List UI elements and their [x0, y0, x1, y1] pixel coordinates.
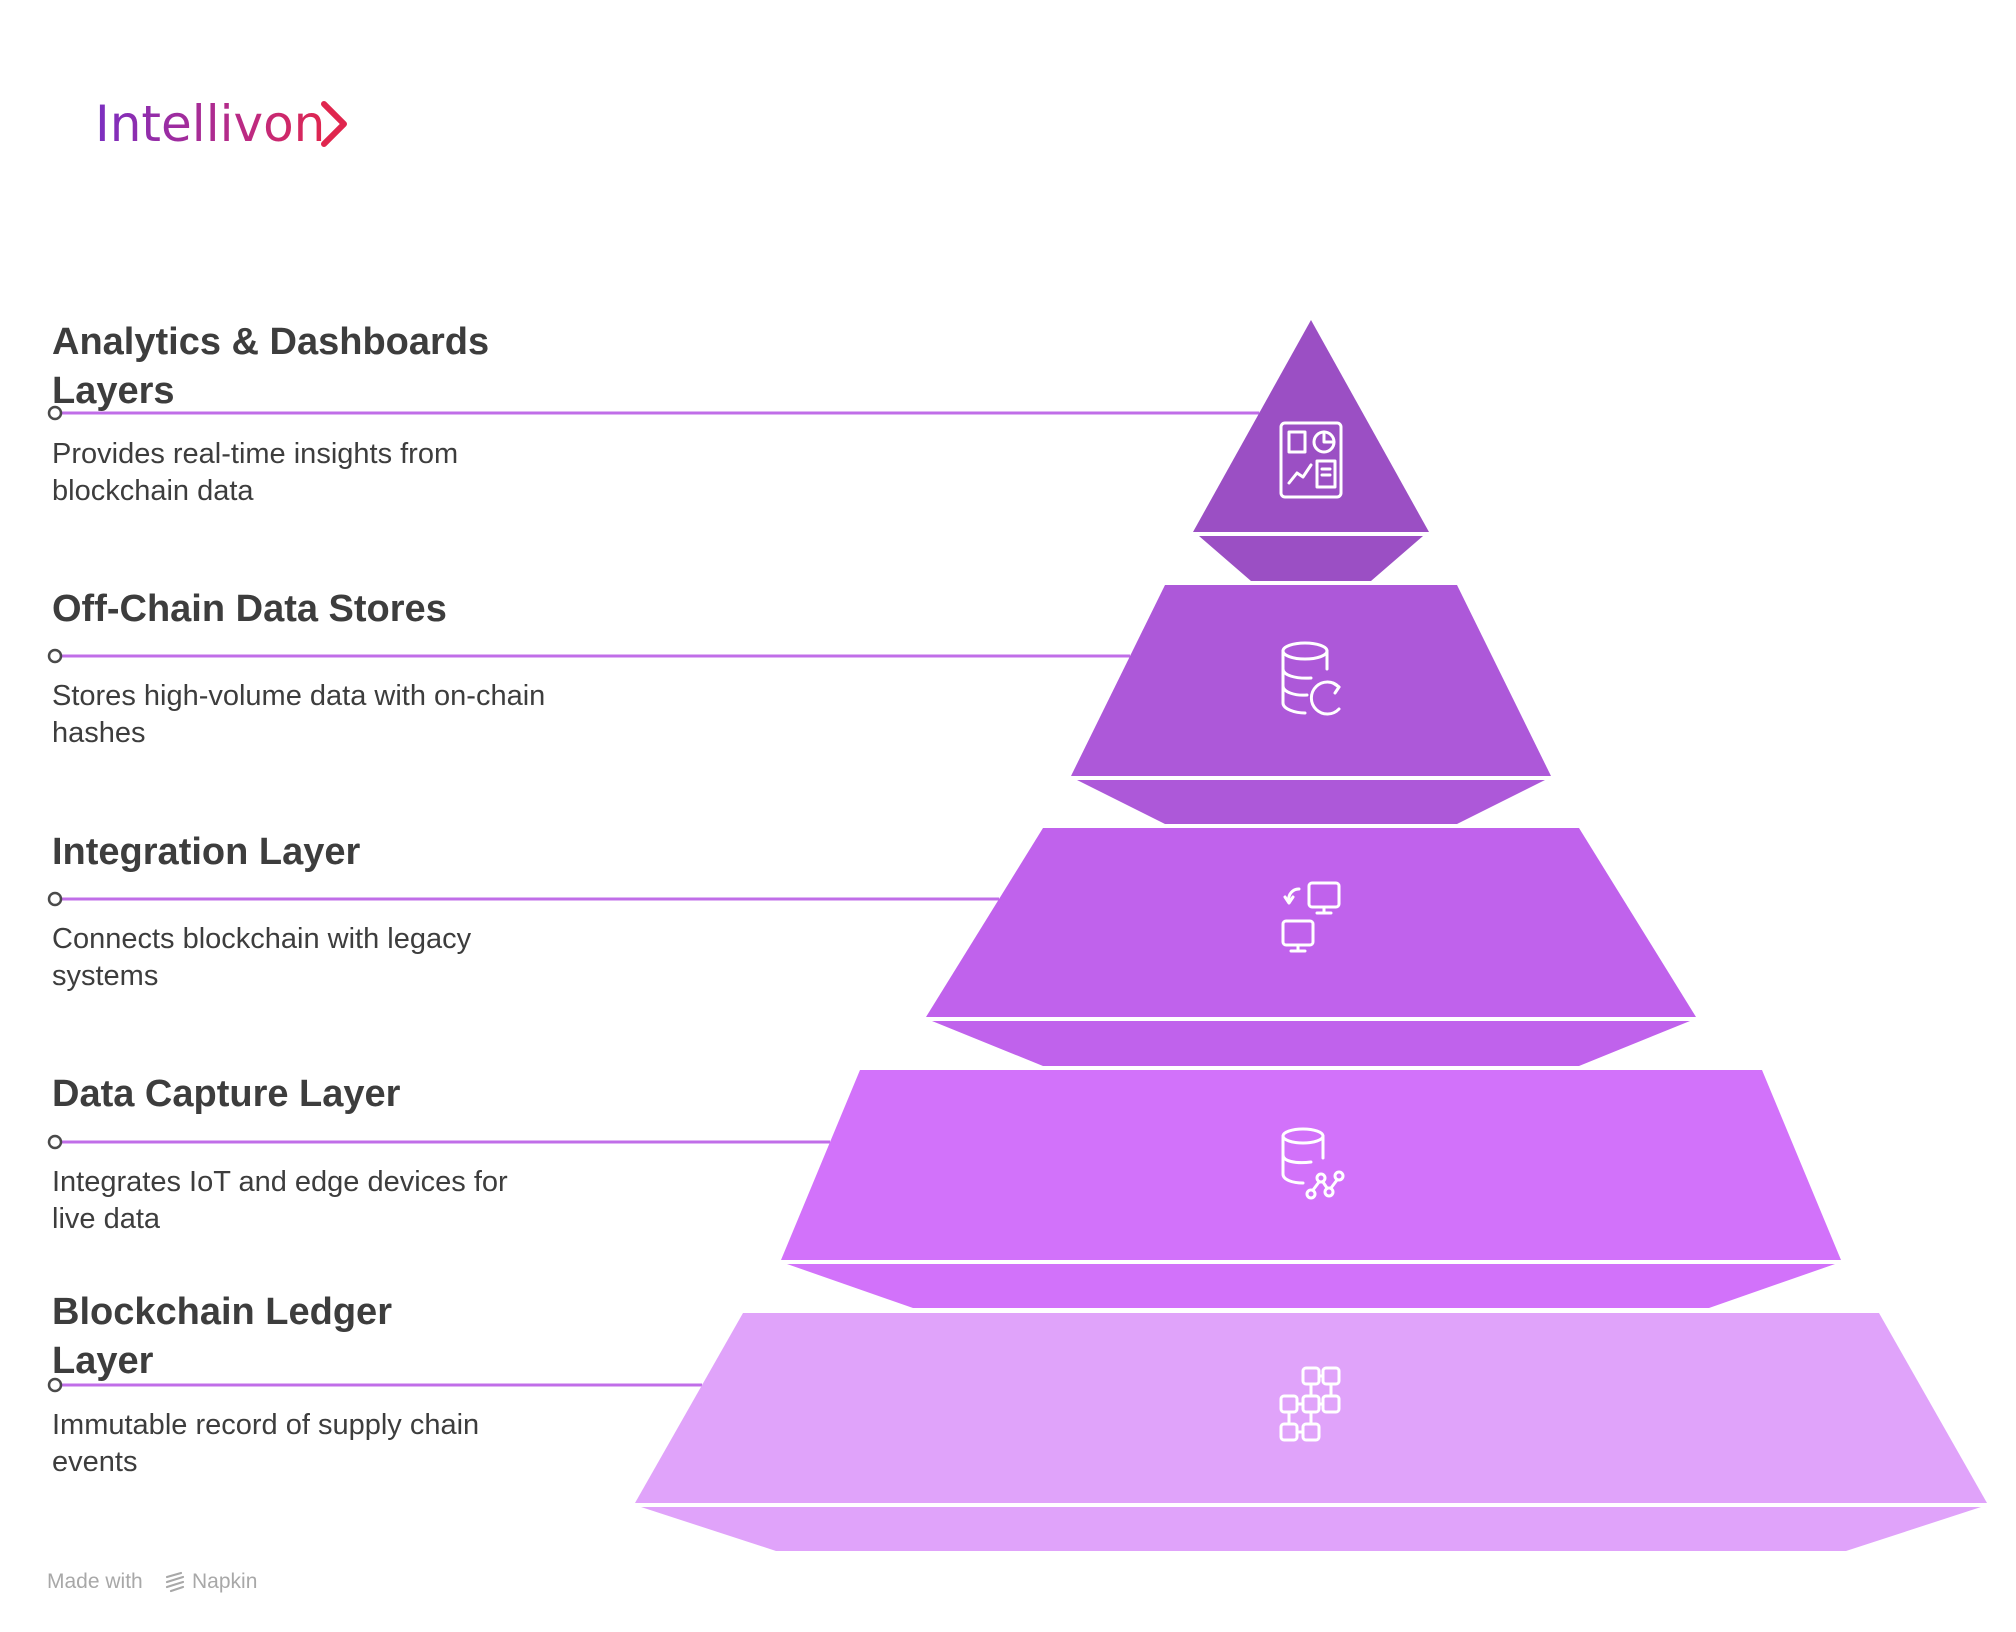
layer-title-4: Data Capture Layer [52, 1073, 401, 1115]
layer-description-4: Integrates IoT and edge devices for live… [52, 1166, 508, 1235]
logo-chevron-icon [321, 101, 347, 147]
layer-title-2: Off-Chain Data Stores [52, 588, 447, 630]
layer-title-3: Integration Layer [52, 831, 361, 873]
connector-3 [47, 891, 1000, 907]
footer: Made with Napkin [47, 1570, 257, 1594]
database-refresh-icon [1281, 641, 1341, 716]
dashboard-icon [1279, 421, 1343, 499]
blocks-icon [1279, 1366, 1341, 1442]
layer-description-1: Provides real-time insights from blockch… [52, 438, 459, 507]
layer-description-5: Immutable record of supply chain events [52, 1409, 480, 1478]
napkin-brand-label: Napkin [192, 1570, 258, 1593]
logo: Intellivon [95, 95, 326, 153]
pyramid-tier-4 [781, 1070, 1841, 1308]
layer-description-3: Connects blockchain with legacy systems [52, 923, 472, 992]
pyramid-tier-3 [926, 828, 1696, 1066]
napkin-logo-icon [165, 1571, 185, 1593]
layer-description-2: Stores high-volume data with on-chain ha… [52, 680, 546, 749]
computer-sync-icon [1281, 881, 1341, 953]
connector-2 [47, 648, 1131, 664]
layer-title-1: Analytics & Dashboards Layers [52, 321, 490, 412]
connector-4 [47, 1134, 831, 1150]
pyramid-tier-1 [1193, 320, 1429, 581]
made-with-label: Made with [47, 1570, 143, 1593]
database-network-icon [1281, 1127, 1345, 1200]
pyramid-tier-2 [1071, 585, 1551, 824]
connector-1 [47, 405, 1260, 421]
layer-title-5: Blockchain Ledger Layer [52, 1291, 392, 1382]
pyramid-tier-5 [635, 1313, 1987, 1551]
connector-5 [47, 1377, 703, 1393]
